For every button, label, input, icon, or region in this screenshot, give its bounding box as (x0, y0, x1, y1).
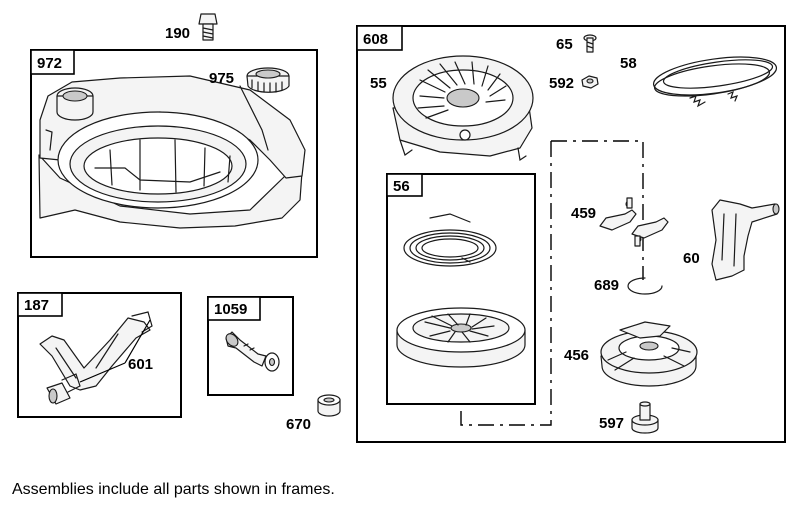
screw-65 (583, 34, 597, 53)
label-975: 975 (209, 70, 234, 87)
frame-1059: 1059 (207, 296, 294, 396)
starter-handle-60 (711, 199, 780, 281)
label-65: 65 (556, 36, 573, 53)
stud-and-washer (225, 331, 280, 372)
label-58: 58 (620, 55, 637, 72)
ratchet-456 (600, 321, 698, 387)
frame-1059-tag: 1059 (214, 301, 247, 318)
frame-972-tag: 972 (37, 55, 62, 72)
rewind-spring (403, 213, 497, 267)
frame-56-tag: 56 (393, 178, 410, 195)
blower-housing (38, 75, 306, 229)
frame-187-tag: 187 (24, 297, 49, 314)
starter-pulley (396, 307, 526, 368)
frame-56: 56 (386, 173, 536, 405)
label-456: 456 (564, 347, 589, 364)
retainer-clip-689 (627, 277, 663, 295)
label-190: 190 (165, 25, 190, 42)
starter-housing-55 (392, 55, 534, 162)
nut-592 (581, 75, 599, 89)
breather-tube (39, 311, 153, 405)
label-55: 55 (370, 75, 387, 92)
frame-972: 972 (30, 49, 318, 258)
bushing-670 (317, 394, 341, 417)
oil-cap-975 (246, 67, 290, 93)
label-459: 459 (571, 205, 596, 222)
label-60: 60 (683, 250, 700, 267)
label-670: 670 (286, 416, 311, 433)
footer-note: Assemblies include all parts shown in fr… (12, 481, 335, 498)
pawls-459 (599, 197, 669, 247)
bolt-190 (198, 13, 218, 41)
label-592: 592 (549, 75, 574, 92)
label-601: 601 (128, 356, 153, 373)
frame-187: 187 (17, 292, 182, 418)
label-597: 597 (599, 415, 624, 432)
connector-lines (460, 140, 644, 426)
leader-601 (79, 319, 151, 383)
frame-608-tag: 608 (363, 31, 388, 48)
starter-rope-58 (652, 56, 778, 108)
frame-608: 608 (356, 25, 786, 443)
label-689: 689 (594, 277, 619, 294)
bolt-597 (631, 401, 659, 434)
